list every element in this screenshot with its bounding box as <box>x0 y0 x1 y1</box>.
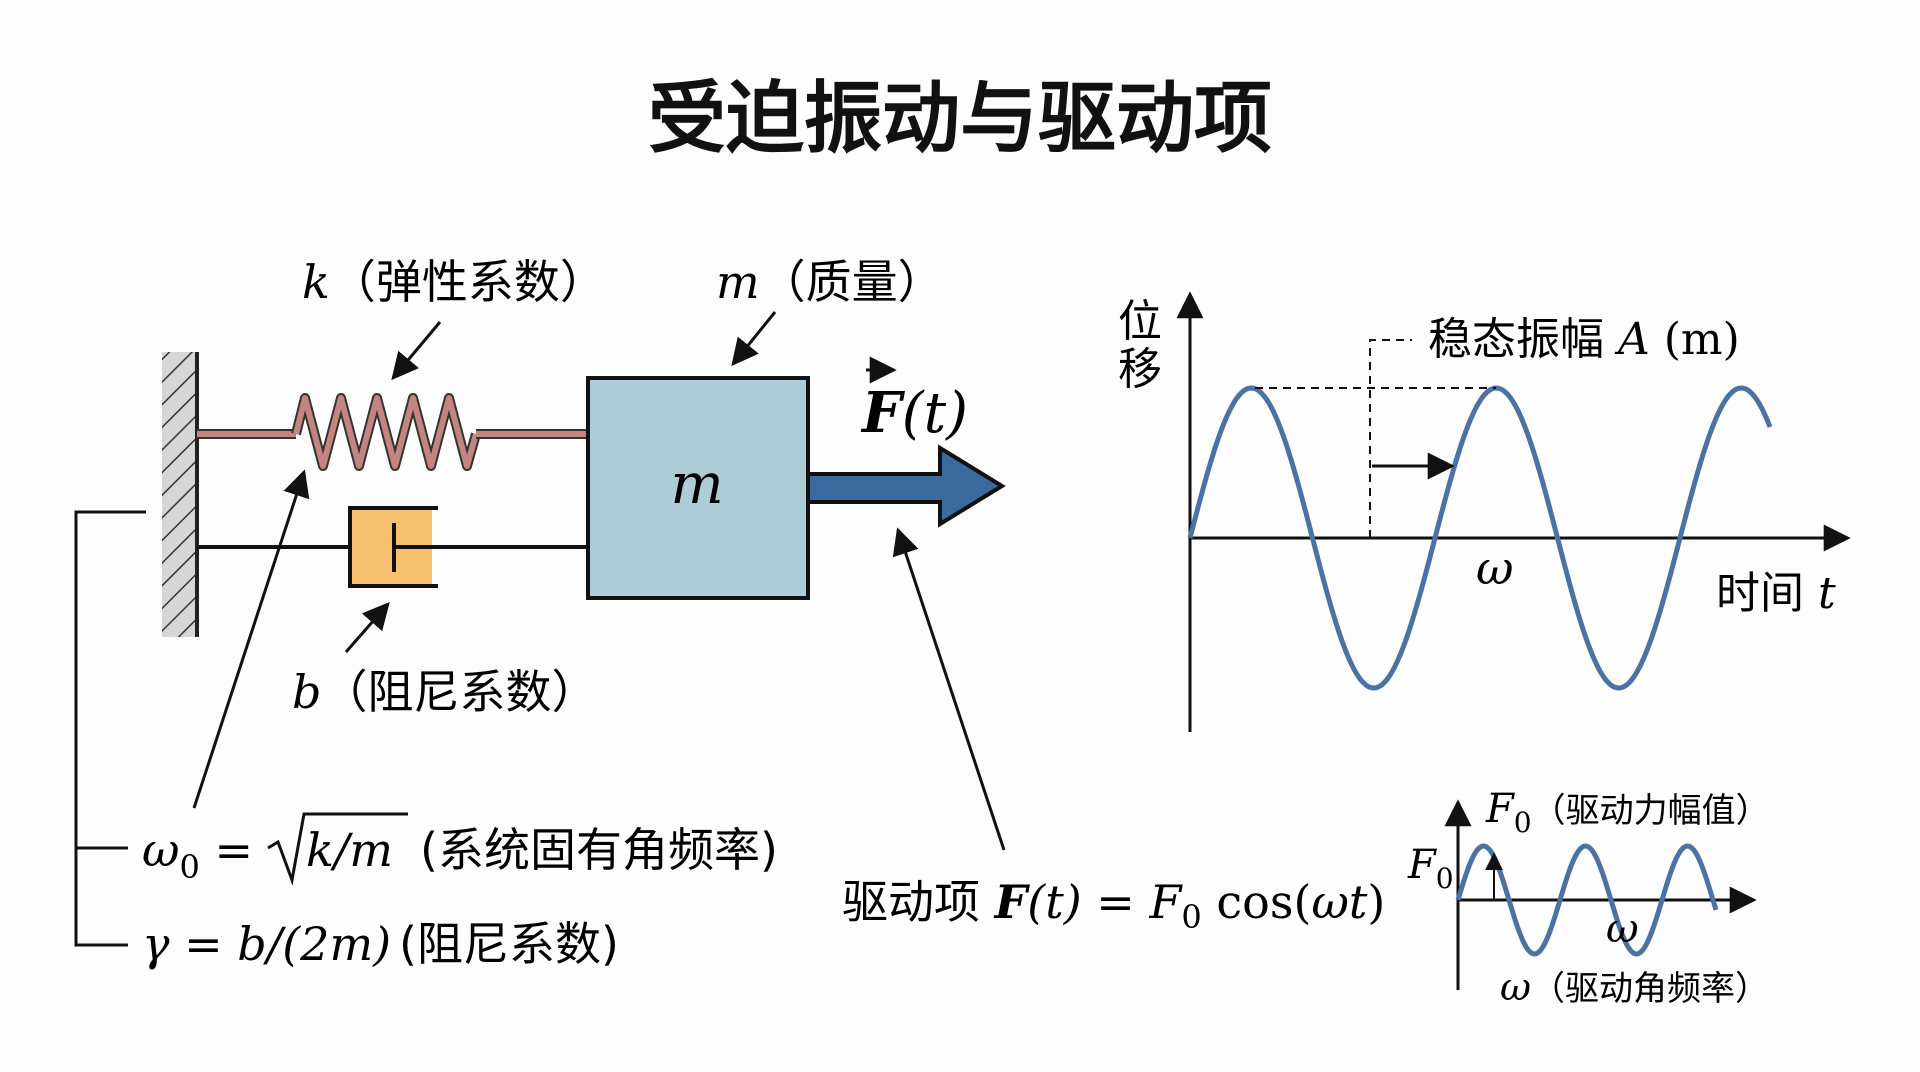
omega0-pointer <box>192 469 310 809</box>
displacement-graph <box>1176 291 1851 732</box>
force-arrow <box>806 444 1006 528</box>
amplitude-label: 稳态振幅 A (m) <box>1428 314 1740 365</box>
damper <box>197 506 588 588</box>
displacement-wave <box>1187 385 1773 691</box>
damper-pointer <box>344 601 390 653</box>
graph-omega-label: ω <box>1476 541 1514 595</box>
driving-force-wave <box>1455 843 1719 957</box>
small-omega-label: ω <box>1606 906 1639 952</box>
page-title: 受迫振动与驱动项 <box>648 74 1272 164</box>
spring-pointer <box>391 321 442 381</box>
spring <box>197 393 588 471</box>
bracket <box>74 510 146 947</box>
mass-label: m（质量） <box>716 255 944 309</box>
drive-formula: 驱动项 F(t) = F0 cos(ωt) <box>842 875 1385 936</box>
mass-pointer <box>731 311 777 367</box>
small-bottom-label: ω（驱动角频率） <box>1500 965 1769 1009</box>
force-label: F(t) <box>860 356 968 446</box>
mass-block-label: m <box>670 452 723 517</box>
y-axis-label-2: 移 <box>1118 344 1162 395</box>
svg-text:(系统固有角频率): (系统固有角频率) <box>420 823 778 877</box>
svg-text:k/m: k/m <box>306 823 393 877</box>
small-left-label: F0 <box>1407 842 1454 895</box>
spring-label: k（弹性系数） <box>302 255 606 309</box>
damper-label: b（阻尼系数） <box>292 665 597 719</box>
svg-text:ω0 =: ω0 = <box>142 823 253 886</box>
drive-pointer <box>892 527 1006 851</box>
wall <box>162 352 199 637</box>
amplitude-dashed-leader <box>1369 339 1412 538</box>
omega0-formula: ω0 = k/m (系统固有角频率) <box>142 812 778 886</box>
y-axis-label-1: 位 <box>1118 296 1162 347</box>
svg-text:F(t): F(t) <box>860 380 968 446</box>
small-top-label: F0（驱动力幅值） <box>1485 786 1770 839</box>
driving-force-graph <box>1444 799 1757 990</box>
svg-text:γ = b/(2m)(阻尼系数): γ = b/(2m)(阻尼系数) <box>142 917 619 971</box>
gamma-formula: γ = b/(2m)(阻尼系数) <box>142 917 619 971</box>
time-axis-label: 时间 t <box>1716 568 1836 619</box>
